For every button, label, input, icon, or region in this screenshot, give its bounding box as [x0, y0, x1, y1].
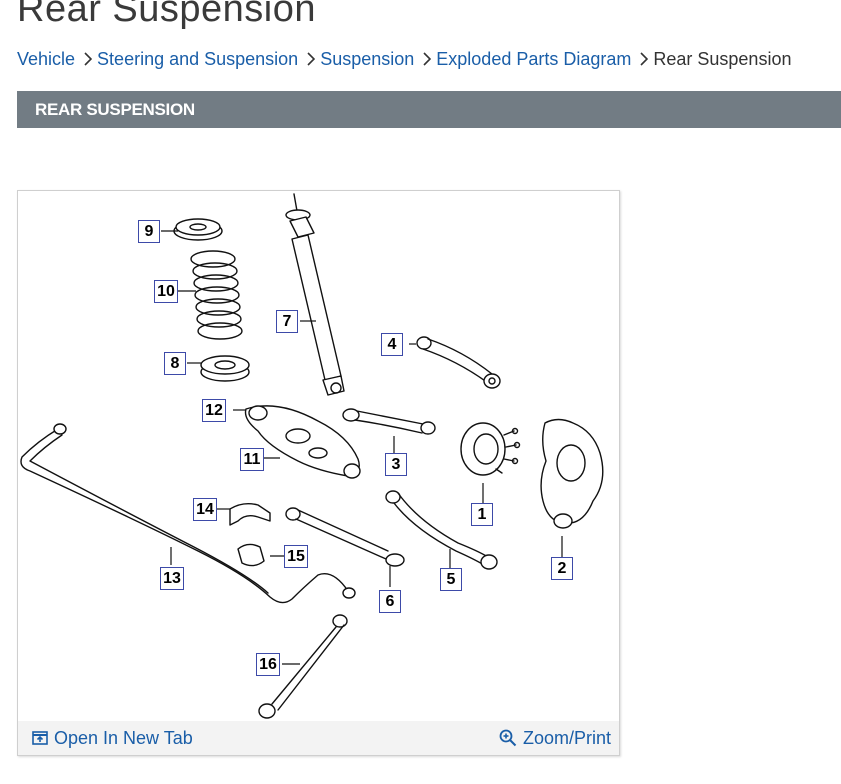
open-new-tab-link[interactable]: Open In New Tab	[32, 728, 193, 749]
callout-5[interactable]: 5	[440, 568, 462, 591]
chevron-right-icon	[307, 52, 316, 66]
callout-14[interactable]: 14	[193, 498, 217, 521]
zoom-print-link[interactable]: Zoom/Print	[499, 728, 611, 749]
callout-16[interactable]: 16	[256, 653, 280, 676]
zoom-print-label: Zoom/Print	[522, 727, 611, 748]
callout-7[interactable]: 7	[276, 310, 298, 333]
section-header: REAR SUSPENSION	[17, 91, 841, 128]
wheel-hub-part	[460, 422, 521, 476]
callout-12[interactable]: 12	[202, 399, 226, 422]
breadcrumb-exploded-parts-diagram[interactable]: Exploded Parts Diagram	[436, 48, 632, 69]
callout-6[interactable]: 6	[379, 590, 401, 613]
breadcrumb-steering-suspension[interactable]: Steering and Suspension	[97, 48, 299, 69]
upper-control-arm-part	[416, 336, 501, 389]
coil-spring-part	[190, 250, 243, 340]
stabilizer-bushing-part	[237, 543, 265, 567]
knuckle-part	[540, 418, 604, 529]
diagram-footer: Open In New Tab Zoom/Print	[18, 721, 619, 755]
open-new-tab-label: Open In New Tab	[54, 727, 193, 748]
lateral-link-part	[385, 490, 498, 570]
page-title: Rear Suspension	[17, 0, 317, 30]
leader-lines	[161, 230, 563, 665]
chevron-right-icon	[423, 52, 432, 66]
breadcrumb-suspension[interactable]: Suspension	[320, 48, 415, 69]
lower-link-part	[258, 614, 348, 719]
shock-absorber-part	[285, 193, 345, 396]
stabilizer-bar-part	[20, 423, 356, 604]
callout-2[interactable]: 2	[551, 557, 573, 580]
zoom-in-icon	[499, 729, 517, 747]
chevron-right-icon	[640, 52, 649, 66]
stabilizer-bracket-part	[229, 502, 271, 526]
trailing-link-part	[285, 507, 405, 567]
callout-8[interactable]: 8	[164, 352, 186, 375]
callout-11[interactable]: 11	[240, 448, 264, 471]
breadcrumb-current: Rear Suspension	[653, 48, 792, 69]
callout-9[interactable]: 9	[138, 220, 160, 243]
breadcrumb: Vehicle Steering and Suspension Suspensi…	[17, 47, 791, 71]
spring-upper-seat-part	[173, 218, 223, 241]
open-new-tab-icon	[32, 731, 48, 745]
spring-lower-seat-part	[200, 355, 250, 382]
callout-10[interactable]: 10	[154, 280, 178, 303]
toe-link-part	[342, 408, 436, 435]
chevron-right-icon	[84, 52, 93, 66]
lower-control-arm-part	[244, 405, 361, 479]
breadcrumb-vehicle[interactable]: Vehicle	[17, 48, 76, 69]
callout-15[interactable]: 15	[284, 545, 308, 568]
diagram-card: 9 10 8 7 4 12 3 11 1 2 14 13 15 6 5 16 O…	[17, 190, 620, 756]
callout-1[interactable]: 1	[471, 503, 493, 526]
callout-4[interactable]: 4	[381, 333, 403, 356]
callout-13[interactable]: 13	[160, 567, 184, 590]
section-title: REAR SUSPENSION	[35, 99, 195, 119]
callout-3[interactable]: 3	[385, 453, 407, 476]
parts-diagram[interactable]	[18, 191, 619, 721]
